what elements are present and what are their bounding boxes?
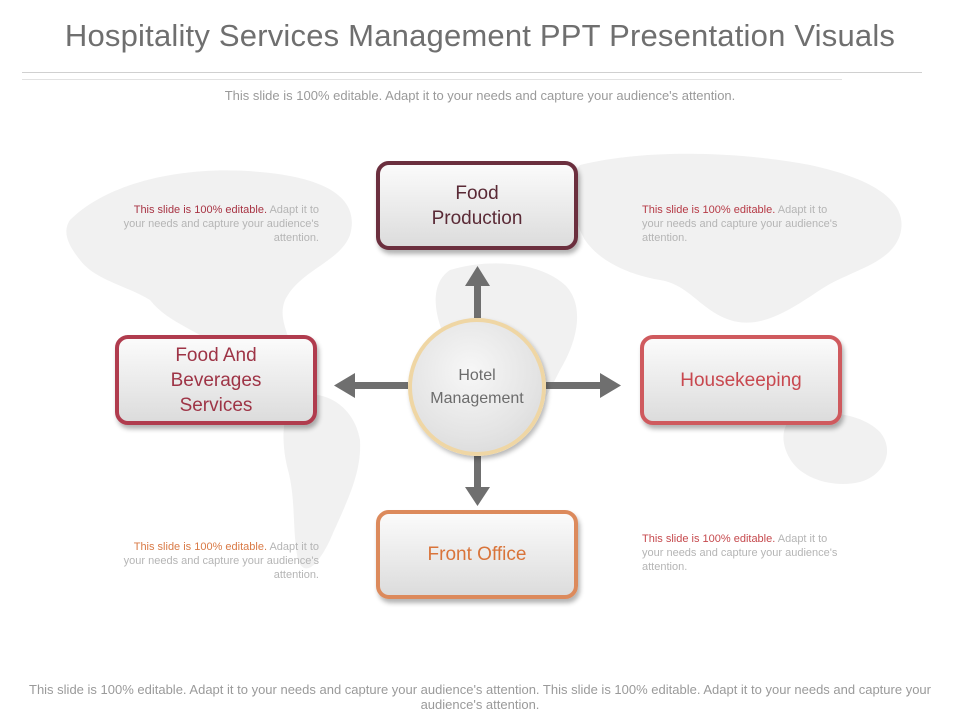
node-label-line1: Food And [175, 344, 257, 366]
hub-label-line2: Management [430, 390, 524, 407]
note-bottom-right: This slide is 100% editable. Adapt it to… [642, 532, 847, 574]
note-highlight: This slide is 100% editable. [642, 533, 776, 545]
north-america-shape [66, 170, 352, 375]
note-highlight: This slide is 100% editable. [133, 204, 268, 216]
node-front-office: Front Office [376, 510, 578, 599]
node-food-production: Food Production [376, 161, 578, 250]
note-top-right: This slide is 100% editable. Adapt it to… [642, 203, 847, 245]
node-label-line2: Beverages [170, 369, 262, 391]
arrow-up [465, 266, 490, 318]
node-label-line3: Services [179, 394, 253, 416]
node-food-and-beverages-services: Food And Beverages Services [115, 335, 317, 425]
hub-label-line1: Hotel [458, 367, 496, 384]
asia-shape [571, 153, 902, 323]
node-housekeeping: Housekeeping [640, 335, 842, 425]
arrow-left [334, 373, 408, 398]
slide-subtitle: This slide is 100% editable. Adapt it to… [224, 88, 736, 103]
node-label-line1: Food [455, 182, 499, 204]
note-bottom-left: This slide is 100% editable. Adapt it to… [114, 540, 319, 582]
note-text: Adapt it to your needs and capture your … [123, 204, 319, 244]
note-highlight: This slide is 100% editable. [642, 204, 776, 216]
note-highlight: This slide is 100% editable. [133, 541, 268, 553]
title-divider [22, 72, 922, 73]
slide-footer: This slide is 100% editable. Adapt it to… [29, 682, 931, 712]
note-top-left: This slide is 100% editable. Adapt it to… [114, 203, 319, 245]
node-label-line1: Front Office [427, 544, 527, 565]
hub-hotel-management: Hotel Management [408, 318, 546, 456]
title-divider-secondary [22, 79, 842, 80]
note-text: Adapt it to your needs and capture your … [642, 204, 838, 244]
south-america-shape [283, 394, 361, 569]
slide-title: Hospitality Services Management PPT Pres… [64, 18, 896, 53]
arrow-down [465, 456, 490, 506]
arrow-right [546, 373, 621, 398]
node-label-line2: Production [431, 207, 523, 229]
node-label-line1: Housekeeping [680, 369, 802, 391]
australia-shape [783, 413, 888, 484]
note-text: Adapt it to your needs and capture your … [642, 533, 838, 573]
hub-label: Hotel Management [417, 364, 537, 410]
note-text: Adapt it to your needs and capture your … [123, 541, 319, 581]
